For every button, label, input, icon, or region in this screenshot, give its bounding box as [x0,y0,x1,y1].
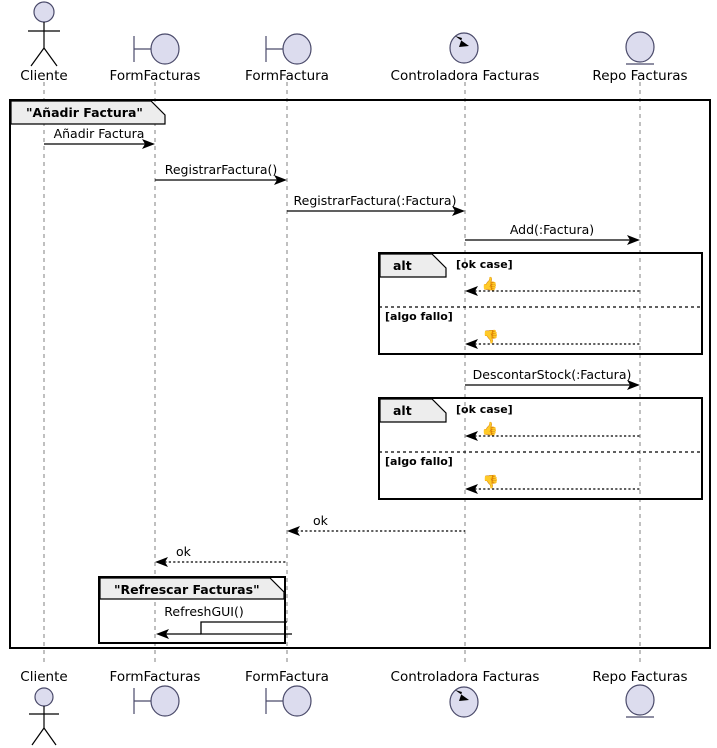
outer-fragment-anadir-factura: "Añadir Factura" [9,99,711,649]
participant-foot-controladora-facturas[interactable]: Controladora Facturas [391,669,540,718]
participant-foot-repo-facturas[interactable]: Repo Facturas [592,669,688,718]
alt-fragment-1-tab [379,253,447,278]
thumbs-down-icon-1: 👎 [483,329,499,345]
participant-foot-formfactura[interactable]: FormFactura [245,669,329,717]
boundary-icon-circle-formfacturas-bottom [150,685,180,717]
arrowhead-descontarstock [627,380,640,390]
participant-head-cliente[interactable]: Cliente [20,1,68,84]
thumbs-up-icon-1: 👍 [482,276,498,292]
arrowhead-refreshgui [156,629,169,639]
alt-fragment-2-guard-1: [ok case] [456,403,513,416]
participant-foot-formfacturas[interactable]: FormFacturas [110,669,201,717]
participant-label-formfacturas-top: FormFacturas [110,68,201,84]
message-add-factura[interactable]: Add(:Factura) [465,222,640,245]
self-message-label-refreshgui: RefreshGUI() [164,604,243,619]
self-message-loop-refreshgui [200,621,292,635]
alt-fragment-2-title: alt [393,403,412,418]
inner-fragment-refrescar-facturas: "Refrescar Facturas" RefreshGUI() [98,576,292,644]
thumbs-up-icon-2: 👍 [482,421,498,437]
entity-icon-circle-bottom [625,684,655,716]
message-label-descontarstock: DescontarStock(:Factura) [473,367,632,382]
message-ok-formfactura-to-formfacturas[interactable]: ok [155,544,287,567]
boundary-icon-circle-formfacturas-top [150,33,180,65]
participant-label-formfactura-bottom: FormFactura [245,669,329,685]
participant-label-cliente-top: Cliente [20,68,67,84]
alt-fragment-1-guard-1: [ok case] [456,258,513,271]
participant-label-controladora-bottom: Controladora Facturas [391,669,540,685]
actor-icon-head-bottom [34,687,54,707]
participant-head-formfacturas[interactable]: FormFacturas [110,33,201,84]
alt-fragment-1-border [378,252,703,355]
actor-icon-leg-right-bottom [43,727,57,746]
alt-fragment-1: alt [ok case] 👍 [algo fallo] 👎 [378,252,703,355]
participant-label-formfactura-top: FormFactura [245,68,329,84]
alt-fragment-2-tab [379,398,447,423]
participant-label-repo-bottom: Repo Facturas [592,669,687,685]
participant-label-formfacturas-bottom: FormFacturas [110,669,201,685]
inner-fragment-tab [99,577,285,600]
alt-2-return-arrowhead-1 [465,431,478,441]
alt-fragment-2-guard-2: [algo fallo] [385,455,453,468]
control-icon-arrow-bottom [455,690,469,701]
message-anadir-factura[interactable]: Añadir Factura [44,126,155,149]
boundary-icon-circle-formfactura-top [282,33,312,65]
arrowhead-registrarfactura [274,175,287,185]
message-label-registrarfactura-factura: RegistrarFactura(:Factura) [294,193,457,208]
control-icon-circle-top [449,32,479,64]
arrowhead-add-factura [627,235,640,245]
message-label-registrarfactura: RegistrarFactura() [165,162,278,177]
alt-1-return-arrowhead-2 [465,339,478,349]
participant-label-cliente-bottom: Cliente [20,669,67,685]
actor-icon-leg-right-top [43,47,58,67]
participant-head-formfactura[interactable]: FormFactura [245,33,329,84]
boundary-icon-circle-formfactura-bottom [282,685,312,717]
thumbs-down-icon-2: 👎 [483,474,499,490]
arrowhead-ok-2 [155,557,168,567]
message-registrarfactura-factura[interactable]: RegistrarFactura(:Factura) [287,193,465,216]
inner-fragment-border [98,576,286,644]
alt-1-return-arrowhead-1 [465,286,478,296]
actor-icon-head-top [33,1,55,23]
outer-fragment-border [9,99,711,649]
arrowhead-registrarfactura-factura [452,206,465,216]
arrowhead-ok-1 [287,526,300,536]
message-descontarstock[interactable]: DescontarStock(:Factura) [465,367,640,390]
alt-fragment-1-guard-2: [algo fallo] [385,310,453,323]
message-label-add-factura: Add(:Factura) [510,222,594,237]
alt-fragment-1-title: alt [393,258,412,273]
control-icon-circle-bottom [449,686,479,718]
lifelines [43,82,641,662]
arrowhead-anadir-factura [142,139,155,149]
message-registrarfactura[interactable]: RegistrarFactura() [155,162,287,185]
actor-icon-leg-left-bottom [31,727,45,746]
participant-head-controladora-facturas[interactable]: Controladora Facturas [391,32,540,84]
message-ok-controladora-to-formfactura[interactable]: ok [287,513,465,536]
message-label-anadir-factura: Añadir Factura [54,126,145,141]
participant-label-controladora-top: Controladora Facturas [391,68,540,84]
participant-label-repo-top: Repo Facturas [592,68,687,84]
control-icon-arrow-top [455,36,469,47]
message-label-ok-1: ok [313,513,329,528]
alt-2-return-arrowhead-2 [465,484,478,494]
outer-fragment-tab [10,100,166,125]
outer-fragment-label: "Añadir Factura" [26,105,143,120]
participant-head-repo-facturas[interactable]: Repo Facturas [592,31,688,84]
self-message-refreshgui[interactable]: RefreshGUI() [156,604,292,639]
entity-icon-circle-top [625,31,655,63]
alt-fragment-2: alt [ok case] 👍 [algo fallo] 👎 [378,397,703,500]
message-label-ok-2: ok [176,544,192,559]
alt-fragment-2-border [378,397,703,500]
inner-fragment-label: "Refrescar Facturas" [114,582,260,597]
actor-icon-leg-left-top [30,47,45,67]
participant-foot-cliente[interactable]: Cliente [20,669,68,746]
